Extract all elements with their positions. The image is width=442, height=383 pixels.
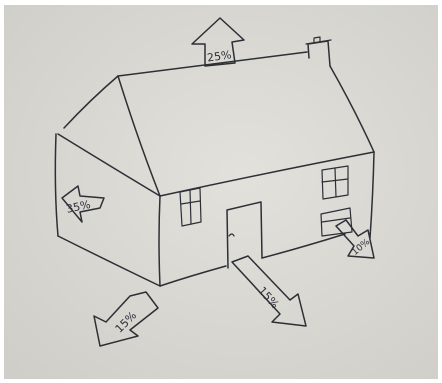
- sketch-canvas: 25% 35% 15% 15% 10%: [0, 0, 442, 383]
- house-sketch: 25% 35% 15% 15% 10%: [0, 0, 442, 383]
